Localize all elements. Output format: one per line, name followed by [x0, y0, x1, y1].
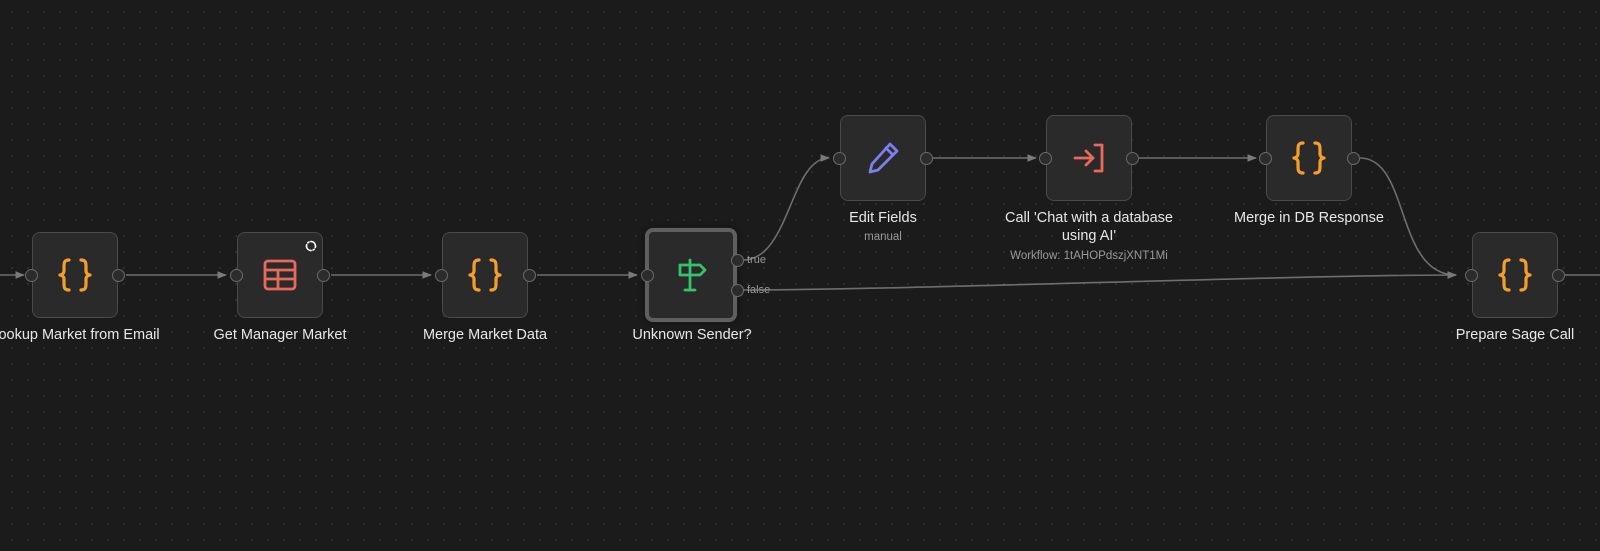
node-unknown-sender[interactable] — [645, 228, 737, 322]
node-prepare-sage-call[interactable] — [1472, 232, 1558, 318]
connection-merge-db-to-prepare-sage[interactable] — [1359, 157, 1457, 279]
merge-market-output-port[interactable] — [523, 269, 536, 282]
merge-db-output-port[interactable] — [1347, 152, 1360, 165]
call-subworkflow-input-port[interactable] — [1039, 152, 1052, 165]
node-label-merge-db-response: Merge in DB Response — [1234, 210, 1384, 226]
branch-label-true: true — [747, 254, 766, 266]
connection-true-to-edit-fields[interactable] — [742, 154, 830, 261]
pencil-icon — [863, 138, 903, 178]
node-label-lookup-market: Lookup Market from Email — [0, 327, 160, 343]
lookup-output-port[interactable] — [112, 269, 125, 282]
merge-db-input-port[interactable] — [1259, 152, 1272, 165]
call-subworkflow-output-port[interactable] — [1126, 152, 1139, 165]
unknown-sender-false-port[interactable] — [731, 284, 744, 297]
node-subtitle-edit-fields: manual — [864, 231, 902, 243]
table-icon — [260, 255, 300, 295]
edit-fields-output-port[interactable] — [920, 152, 933, 165]
merge-market-input-port[interactable] — [435, 269, 448, 282]
code-braces-icon — [465, 255, 505, 295]
lookup-input-port[interactable] — [25, 269, 38, 282]
code-braces-icon — [1289, 138, 1329, 178]
branch-label-false: false — [747, 284, 771, 296]
node-label-unknown-sender: Unknown Sender? — [632, 327, 752, 343]
node-label-get-manager-market: Get Manager Market — [213, 327, 347, 343]
node-merge-in-db-response[interactable] — [1266, 115, 1352, 201]
unknown-sender-true-port[interactable] — [731, 254, 744, 267]
get-manager-output-port[interactable] — [317, 269, 330, 282]
enter-arrow-icon — [1069, 138, 1109, 178]
edit-fields-input-port[interactable] — [833, 152, 846, 165]
get-manager-input-port[interactable] — [230, 269, 243, 282]
code-braces-icon — [1495, 255, 1535, 295]
signpost-icon — [671, 255, 711, 295]
unknown-sender-input-port[interactable] — [641, 269, 654, 282]
prepare-sage-output-port[interactable] — [1552, 269, 1565, 282]
node-label-prepare-sage-call: Prepare Sage Call — [1455, 327, 1575, 343]
node-subtitle-call-subworkflow: Workflow: 1tAHOPdszjXNT1Mi — [1010, 250, 1168, 262]
node-label-call-subworkflow: Call 'Chat with a database using AI' — [1004, 210, 1173, 244]
node-call-chat-with-database[interactable] — [1046, 115, 1132, 201]
node-edit-fields[interactable] — [840, 115, 926, 201]
sync-status-icon[interactable] — [305, 239, 317, 252]
node-lookup-market-from-email[interactable] — [32, 232, 118, 318]
node-label-edit-fields: Edit Fields — [849, 210, 917, 226]
node-merge-market-data[interactable] — [442, 232, 528, 318]
code-braces-icon — [55, 255, 95, 295]
prepare-sage-input-port[interactable] — [1465, 269, 1478, 282]
connection-false-to-prepare-sage[interactable] — [742, 271, 1457, 291]
node-get-manager-market[interactable] — [237, 232, 323, 318]
node-label-merge-market-data: Merge Market Data — [422, 327, 548, 343]
